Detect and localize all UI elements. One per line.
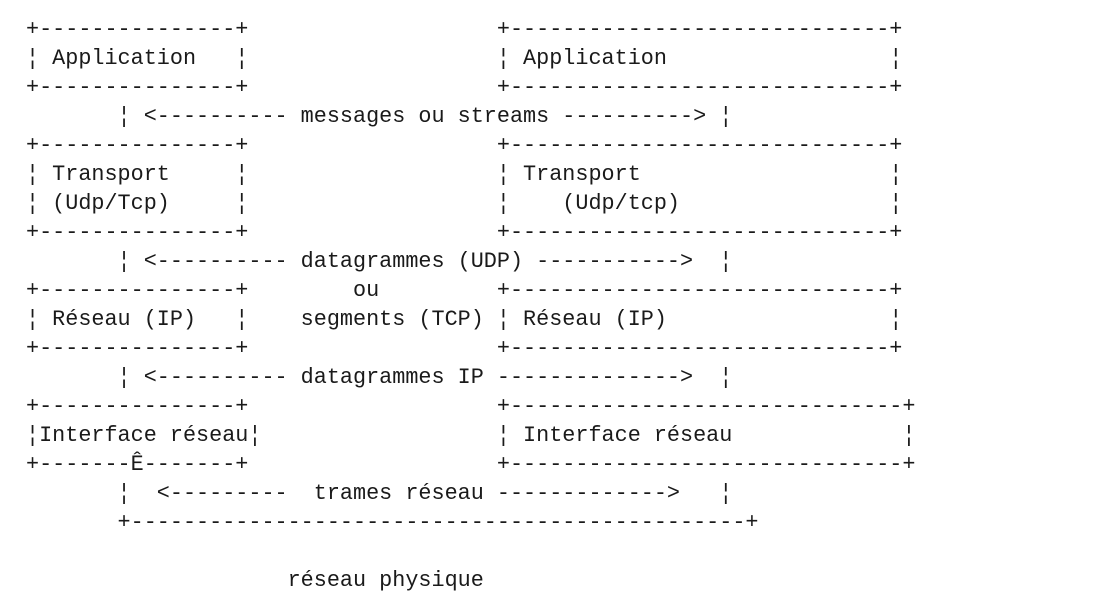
diagram-line: +---------------+ ou +------------------…	[26, 278, 903, 303]
diagram-line: ¦Interface réseau¦ ¦ Interface réseau ¦	[26, 423, 916, 448]
diagram-line: +-------Ê-------+ +---------------------…	[26, 452, 916, 477]
diagram-line	[26, 537, 915, 566]
diagram-line: ¦ <---------- datagrammes IP -----------…	[26, 365, 733, 390]
diagram-line: +---------------+ +---------------------…	[26, 133, 903, 158]
diagram-line: ¦ <--------- trames réseau -------------…	[26, 481, 733, 506]
diagram-line: +---------------+ +---------------------…	[26, 75, 903, 100]
diagram-line: ¦ <---------- datagrammes (UDP) --------…	[26, 249, 733, 274]
diagram-line: ¦ Réseau (IP) ¦ segments (TCP) ¦ Réseau …	[26, 307, 903, 332]
diagram-line: ¦ (Udp/Tcp) ¦ ¦ (Udp/tcp) ¦	[26, 191, 903, 216]
diagram-line: ¦ <---------- messages ou streams ------…	[26, 104, 733, 129]
diagram-line: ¦ Transport ¦ ¦ Transport ¦	[26, 162, 903, 187]
diagram-line: +---------------+ +---------------------…	[26, 336, 903, 361]
diagram-line: +---------------+ +---------------------…	[26, 17, 903, 42]
network-layers-diagram: +---------------+ +---------------------…	[26, 17, 916, 593]
diagram-line: +---------------------------------------…	[26, 510, 759, 535]
diagram-line: ¦ Application ¦ ¦ Application ¦	[26, 46, 903, 71]
diagram-line: +---------------+ +---------------------…	[26, 220, 903, 245]
diagram-line: réseau physique	[26, 568, 484, 593]
diagram-line: +---------------+ +---------------------…	[26, 394, 916, 419]
ascii-diagram: +---------------+ +---------------------…	[26, 15, 915, 595]
